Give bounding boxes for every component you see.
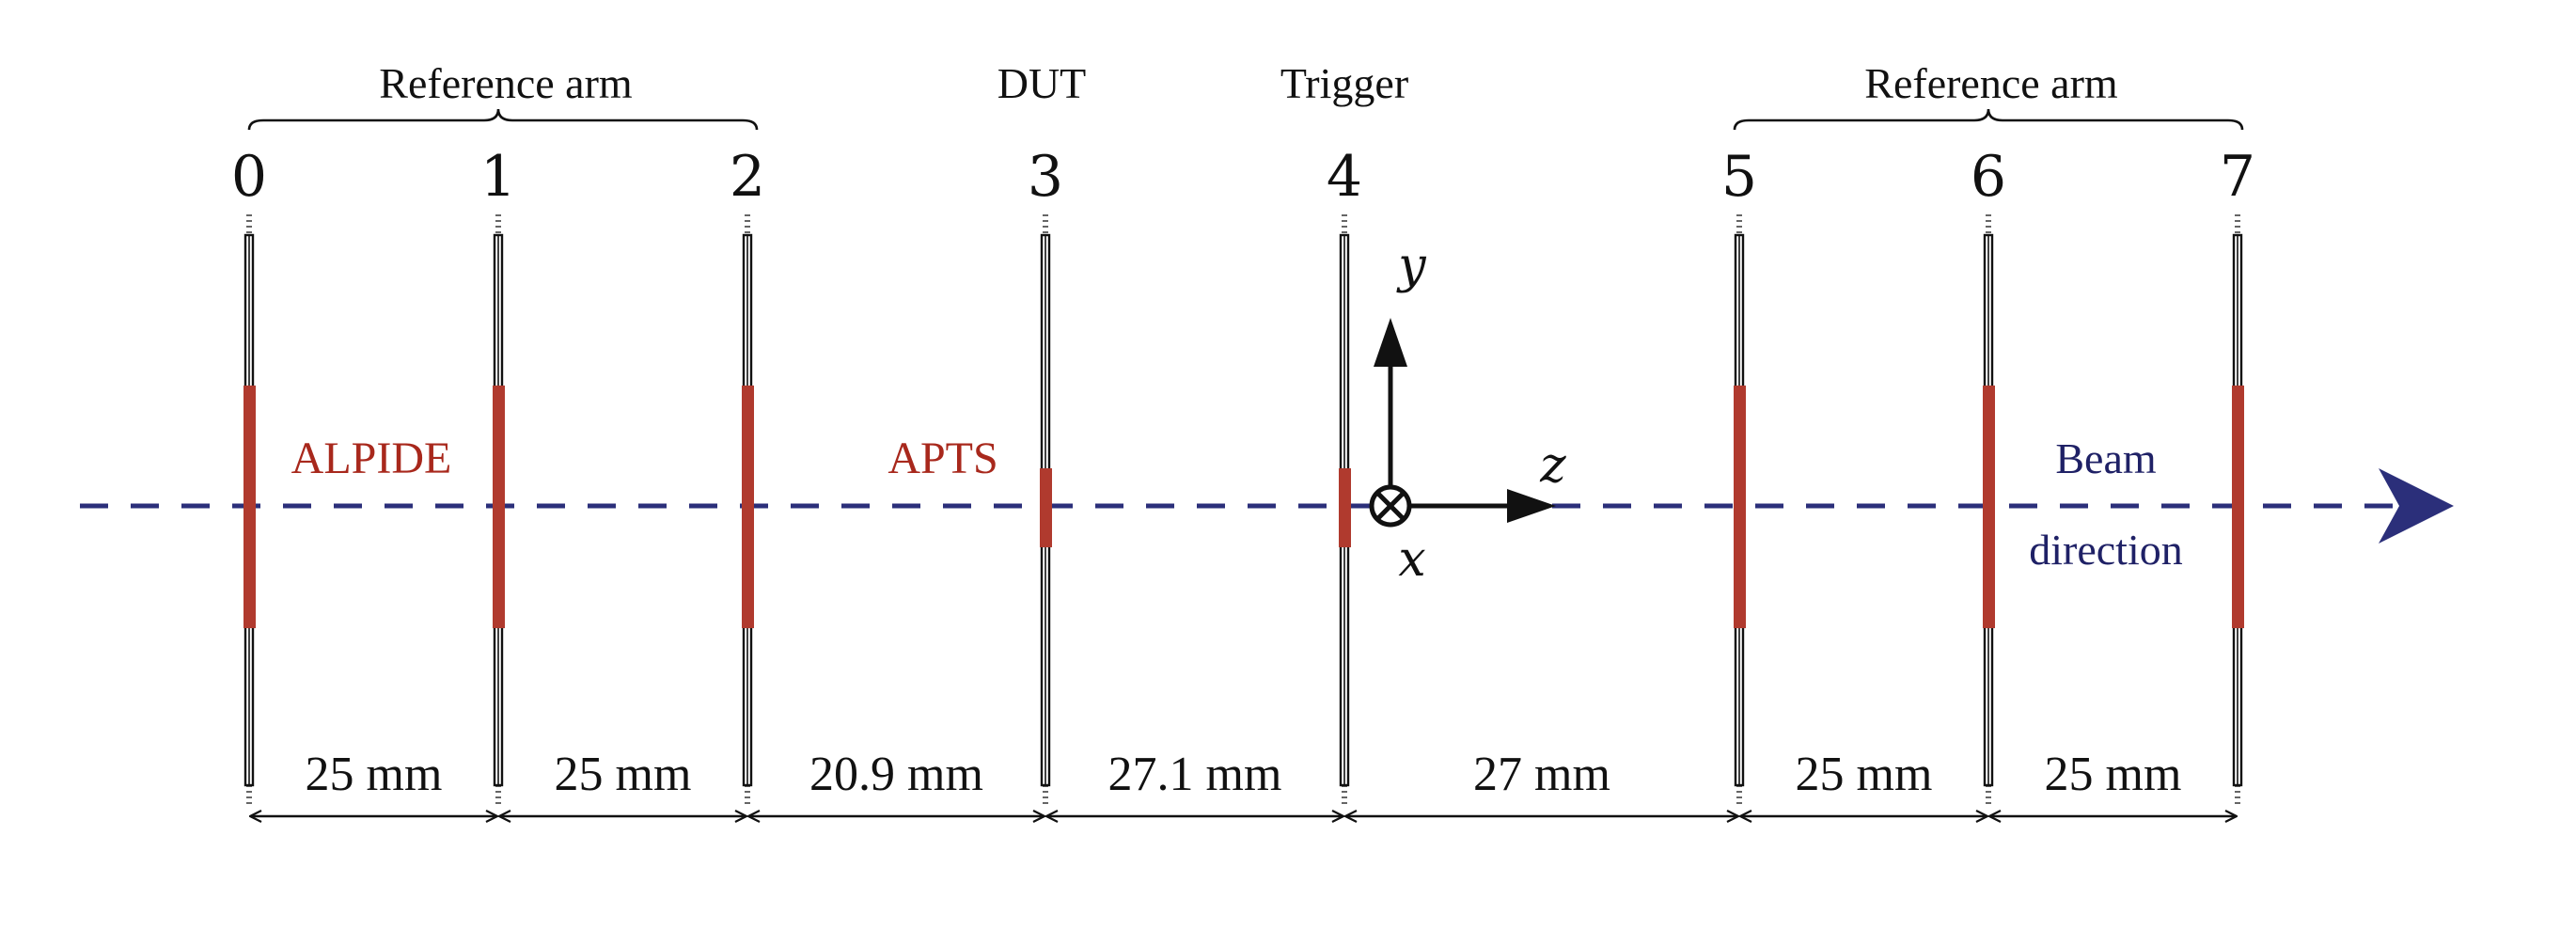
x-axis-label: x <box>1398 531 1425 588</box>
distance-label: 25 mm <box>555 748 692 801</box>
plane-index-label: 5 <box>1721 144 1757 210</box>
sensor-label-apts: APTS <box>887 434 997 483</box>
distance-4: 27 mm <box>1347 748 1736 816</box>
group-label-trigger: Trigger <box>1280 59 1408 107</box>
plane-5: 5 <box>1721 144 1757 806</box>
group-label-right-reference: Reference arm <box>1864 59 2118 107</box>
distance-label: 25 mm <box>2045 748 2182 801</box>
plane-index-label: 7 <box>2220 144 2255 210</box>
plane-0: 0 <box>231 144 267 806</box>
distance-label: 20.9 mm <box>809 748 983 801</box>
distance-label: 27 mm <box>1473 748 1610 801</box>
distance-label: 25 mm <box>1796 748 1933 801</box>
x-axis-into-page-icon <box>1369 484 1412 528</box>
plane-index-label: 0 <box>231 144 267 210</box>
sensor-alpide-7 <box>2232 386 2244 628</box>
plane-1: 1 <box>480 144 516 806</box>
group-label-dut: DUT <box>997 59 1087 107</box>
y-axis-arrow <box>1374 318 1407 367</box>
detector-planes: 0 1 2 3 4 5 6 7 <box>231 144 2255 806</box>
beam-label-line2: direction <box>2029 526 2183 574</box>
beam-arrow-head <box>2379 468 2454 544</box>
distance-6: 25 mm <box>1991 748 2235 816</box>
plane-2: 2 <box>730 144 765 806</box>
sensor-label-alpide: ALPIDE <box>291 434 452 483</box>
sensor-alpide-5 <box>1734 386 1746 628</box>
z-axis-label: z <box>1539 437 1566 494</box>
beam-line <box>80 468 2454 544</box>
coordinate-axes: y z x <box>1369 238 1566 588</box>
sensor-alpide-0 <box>243 386 256 628</box>
sensor-alpide-1 <box>493 386 505 628</box>
distance-label: 25 mm <box>306 748 443 801</box>
plane-index-label: 3 <box>1028 144 1063 210</box>
plane-index-label: 4 <box>1327 144 1362 210</box>
distance-1: 25 mm <box>501 748 745 816</box>
sensor-alpide-6 <box>1983 386 1995 628</box>
plane-6: 6 <box>1971 144 2006 806</box>
plane-index-label: 2 <box>730 144 765 210</box>
distance-2: 20.9 mm <box>750 748 1043 816</box>
plane-4: 4 <box>1327 144 1362 806</box>
sensor-apts-3 <box>1040 468 1052 547</box>
group-label-left-reference: Reference arm <box>379 59 633 107</box>
plane-index-label: 6 <box>1971 144 2006 210</box>
distance-label: 27.1 mm <box>1108 748 1282 801</box>
plane-7: 7 <box>2220 144 2255 806</box>
distance-0: 25 mm <box>252 748 495 816</box>
sensor-apts-4 <box>1339 468 1351 547</box>
distance-5: 25 mm <box>1742 748 1986 816</box>
distance-dimensions: 25 mm 25 mm 20.9 mm 27.1 mm 27 mm 25 mm 25 mm <box>252 748 2235 816</box>
distance-3: 27.1 mm <box>1048 748 1342 816</box>
group-brace-left <box>247 108 759 131</box>
z-axis-arrow <box>1507 489 1556 523</box>
y-axis-label: y <box>1396 238 1426 294</box>
group-brace-right <box>1733 108 2244 131</box>
sensor-alpide-2 <box>742 386 754 628</box>
plane-3: 3 <box>1028 144 1063 806</box>
beam-label-line1: Beam <box>2055 434 2157 482</box>
plane-index-label: 1 <box>480 144 516 210</box>
